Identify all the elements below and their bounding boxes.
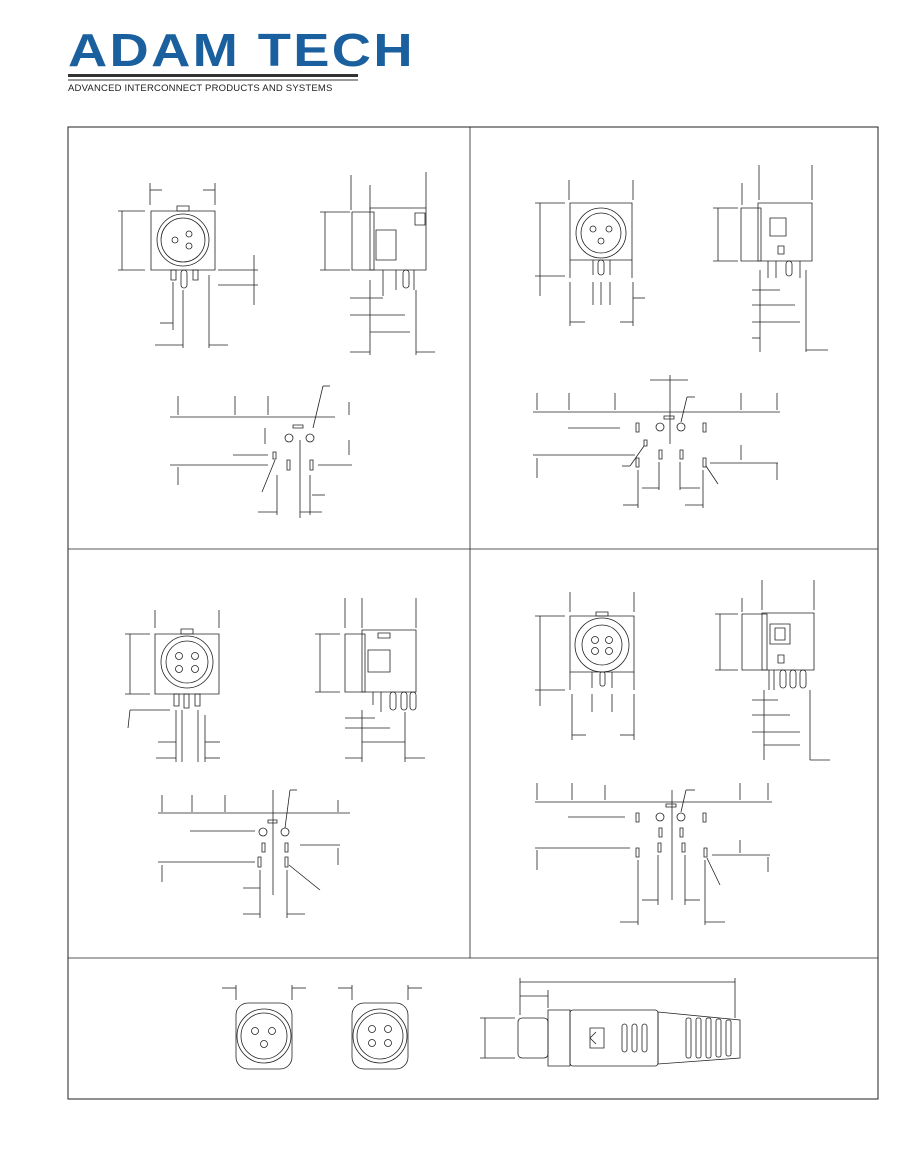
panel-4pin-right-angle-shielded: [535, 580, 830, 925]
plug-3pin-front: [222, 985, 306, 1069]
panel-3pin-right-angle-shielded: [533, 165, 828, 508]
side-view: [713, 165, 828, 352]
brand-name: ADAM TECH: [68, 24, 415, 76]
pcb-footprint: [533, 375, 780, 508]
pcb-footprint: [170, 386, 352, 518]
panel-4pin-right-angle: [125, 598, 425, 918]
panel-3pin-right-angle: [118, 172, 435, 518]
side-view: [715, 580, 830, 760]
plug-4pin-front: [338, 985, 422, 1069]
company-tagline: ADVANCED INTERCONNECT PRODUCTS AND SYSTE…: [68, 83, 333, 94]
sheet-border: [68, 127, 878, 1099]
logo-underline: [68, 74, 358, 77]
front-view: [118, 183, 258, 348]
front-view: [125, 610, 220, 762]
plug-side-view: [480, 978, 740, 1066]
side-view: [315, 598, 425, 762]
pcb-footprint: [158, 790, 350, 918]
side-view: [320, 172, 435, 355]
pcb-footprint: [535, 783, 772, 925]
front-view: [535, 592, 634, 740]
adam-tech-logo: ADAM TECH: [68, 27, 413, 81]
front-view: [535, 180, 645, 326]
logo-underline-secondary: [68, 79, 358, 81]
